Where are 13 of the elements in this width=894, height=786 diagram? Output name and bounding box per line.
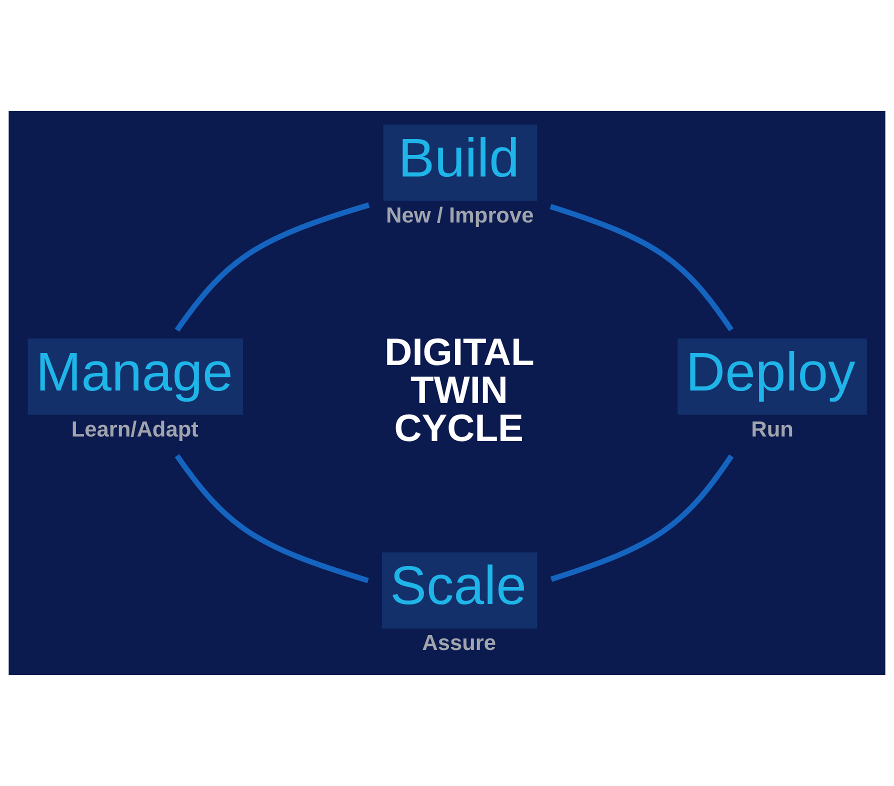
connector: [550, 204, 734, 332]
connector: [550, 454, 734, 582]
node-label: New / Improve: [386, 202, 534, 228]
connector: [174, 454, 369, 584]
node-label: Assure: [422, 630, 496, 656]
node-box: Build: [383, 124, 538, 201]
label: DIGITAL TWIN CYCLE: [384, 330, 534, 450]
node-label: Learn/Adapt: [71, 416, 198, 442]
node-box: Manage: [28, 338, 243, 415]
node-label: Run: [751, 416, 794, 442]
node-box: Scale: [382, 552, 538, 629]
connector: [174, 202, 370, 332]
node-box: Deploy: [678, 338, 867, 415]
